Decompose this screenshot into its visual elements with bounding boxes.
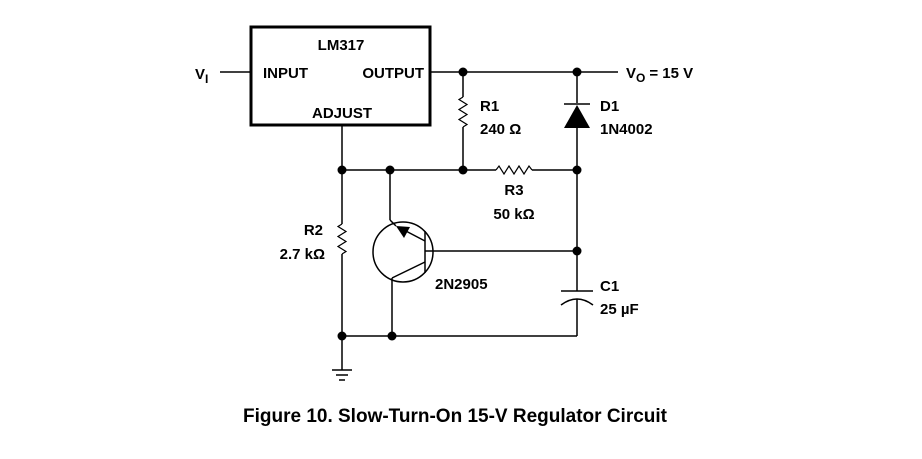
d1-diode-triangle (564, 105, 590, 128)
r2-value: 2.7 kΩ (280, 246, 325, 263)
svg-text:VO= 15 V: VO = 15 V (626, 65, 693, 85)
vout-label: VO = 15 V (626, 65, 693, 85)
r3-value: 50 kΩ (493, 206, 534, 223)
ground-symbol (332, 369, 352, 381)
r3-ref: R3 (504, 182, 523, 199)
q1-emitter-wire (389, 219, 397, 227)
r1-ref: R1 (480, 98, 499, 115)
vin-symbol: V (195, 66, 205, 83)
junction-adjust-r1 (458, 165, 468, 175)
c1-value: 25 µF (600, 301, 639, 318)
d1-ref: D1 (600, 98, 619, 115)
vout-value: = 15 V (649, 65, 693, 82)
r1-value: 240 Ω (480, 121, 521, 138)
r1-resistor (457, 96, 469, 128)
input-pin-label: INPUT (263, 65, 308, 82)
c1-ref: C1 (600, 278, 619, 295)
q1-transistor-body (372, 221, 434, 283)
d1-value: 1N4002 (600, 121, 653, 138)
vout-symbol: V (626, 65, 636, 82)
figure-caption: Figure 10. Slow-Turn-On 15-V Regulator C… (243, 406, 668, 427)
q1-emitter-arrow (396, 226, 410, 238)
q1-collector-lead (391, 261, 426, 279)
lm317-label: LM317 (318, 37, 365, 54)
lm317-box (249, 25, 432, 127)
vin-subscript: I (205, 72, 208, 86)
output-pin-label: OUTPUT (362, 65, 424, 82)
junction-ground-q1 (387, 331, 397, 341)
r2-resistor (336, 223, 348, 255)
r3-resistor (495, 164, 533, 176)
vout-subscript: O (636, 71, 645, 85)
q1-value: 2N2905 (435, 276, 488, 293)
svg-text:VI: VI (195, 66, 208, 86)
adjust-pin-label: ADJUST (312, 105, 372, 122)
vin-label: VI (195, 66, 208, 86)
r2-ref: R2 (304, 222, 323, 239)
